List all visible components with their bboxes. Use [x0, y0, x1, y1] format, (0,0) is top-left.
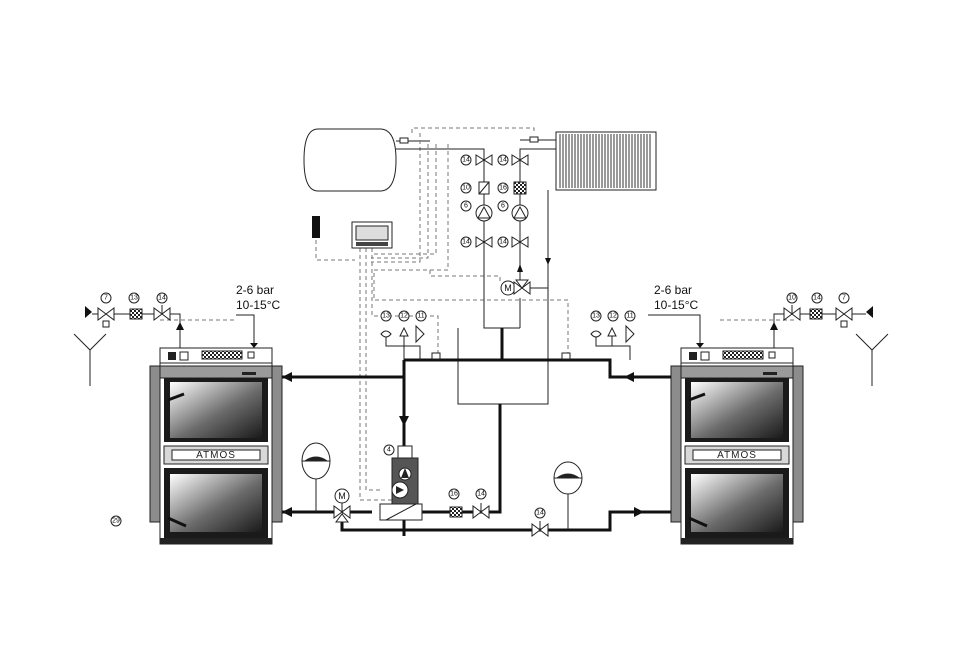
boiler-left-control-panel — [159, 347, 273, 375]
svg-text:14: 14 — [477, 491, 485, 498]
boiler-left-brand: ATMOS — [196, 450, 236, 461]
callout-13-safety-left: 13 — [380, 310, 392, 322]
callout-14-lower: 14 — [475, 488, 487, 500]
expansion-vessel-left — [301, 442, 331, 512]
svg-text:11: 11 — [417, 313, 424, 320]
cold-water-inlet-right — [648, 314, 704, 348]
svg-text:14: 14 — [499, 157, 507, 164]
svg-text:10: 10 — [462, 185, 470, 192]
callout-12-safety-right: 12 — [607, 310, 619, 322]
motor-label-lower: M — [338, 491, 346, 501]
svg-text:14: 14 — [536, 510, 544, 517]
callout-6-upper-l: 6 — [460, 200, 472, 212]
callout-7-right: 7 — [838, 292, 850, 304]
cooling-loop-right — [770, 305, 889, 386]
safety-group-right — [561, 324, 635, 360]
boiler-right: ATMOS — [670, 360, 804, 545]
callout-14-upper-r1: 14 — [497, 154, 509, 166]
callout-10-right-loop: 10 — [786, 292, 798, 304]
callout-14-left-loop: 14 — [156, 292, 168, 304]
callout-11-safety-right: 11 — [624, 310, 636, 322]
temperature-label-right: 10-15°C — [654, 298, 698, 312]
svg-text:13: 13 — [592, 313, 600, 320]
svg-text:29: 29 — [112, 518, 120, 525]
radiator — [520, 131, 657, 191]
callout-14-return: 14 — [534, 507, 546, 519]
main-pipes — [282, 328, 671, 536]
upper-circuit-pipes — [396, 148, 556, 405]
svg-text:12: 12 — [609, 313, 617, 320]
svg-text:11: 11 — [626, 313, 633, 320]
temperature-label-left: 10-15°C — [236, 298, 280, 312]
outdoor-sensor — [312, 216, 320, 238]
callouts: 7 13 14 10 14 7 13 12 11 13 12 11 14 10 … — [100, 154, 850, 527]
svg-text:14: 14 — [462, 239, 470, 246]
svg-text:13: 13 — [382, 313, 390, 320]
upper-pump-group-left — [475, 154, 493, 248]
callout-13-left-loop: 13 — [128, 292, 140, 304]
callout-12-safety-left: 12 — [398, 310, 410, 322]
callout-14-right-loop: 14 — [811, 292, 823, 304]
svg-text:14: 14 — [462, 157, 470, 164]
controller-unit — [351, 221, 393, 249]
storage-tank — [303, 128, 430, 192]
callout-4-mixing: 4 — [383, 444, 395, 456]
pressure-label-left: 2-6 bar — [236, 283, 274, 297]
callout-29: 29 — [110, 515, 122, 527]
callout-6-upper-r: 6 — [497, 200, 509, 212]
svg-text:6: 6 — [501, 203, 505, 210]
svg-text:4: 4 — [387, 447, 391, 454]
callout-16-upper-r: 16 — [497, 182, 509, 194]
mixing-valve-group — [379, 445, 423, 521]
motor-label-upper: M — [504, 283, 512, 293]
return-ball-valve — [531, 521, 549, 537]
callout-14-upper-l2: 14 — [460, 236, 472, 248]
boiler-right-brand: ATMOS — [717, 450, 757, 461]
svg-text:7: 7 — [104, 295, 108, 302]
svg-text:6: 6 — [464, 203, 468, 210]
safety-group-left — [380, 324, 441, 360]
callout-16-lower: 16 — [448, 488, 460, 500]
callout-10-upper-l: 10 — [460, 182, 472, 194]
boiler-right-control-panel — [680, 347, 794, 375]
callout-14-upper-l1: 14 — [460, 154, 472, 166]
callout-11-safety-left: 11 — [415, 310, 427, 322]
callout-7-left: 7 — [100, 292, 112, 304]
callout-13-safety-right: 13 — [590, 310, 602, 322]
svg-text:7: 7 — [842, 295, 846, 302]
upper-pump-group-right — [511, 154, 529, 248]
svg-text:14: 14 — [813, 295, 821, 302]
motorized-valve-upper: M — [500, 264, 531, 296]
svg-text:14: 14 — [499, 239, 507, 246]
boiler-left: ATMOS — [149, 360, 283, 545]
cooling-loop-left — [73, 305, 184, 386]
svg-text:13: 13 — [130, 295, 138, 302]
svg-text:16: 16 — [499, 185, 507, 192]
callout-14-upper-r2: 14 — [497, 236, 509, 248]
svg-text:10: 10 — [788, 295, 796, 302]
svg-text:14: 14 — [158, 295, 166, 302]
expansion-vessel-right — [553, 461, 583, 530]
svg-text:12: 12 — [400, 313, 408, 320]
svg-text:16: 16 — [450, 491, 458, 498]
motorized-valve-lower: M — [333, 488, 351, 523]
lower-ball-valve — [472, 503, 490, 519]
pressure-label-right: 2-6 bar — [654, 283, 692, 297]
lower-strainer — [449, 506, 463, 518]
cold-water-inlet-left — [236, 314, 258, 348]
